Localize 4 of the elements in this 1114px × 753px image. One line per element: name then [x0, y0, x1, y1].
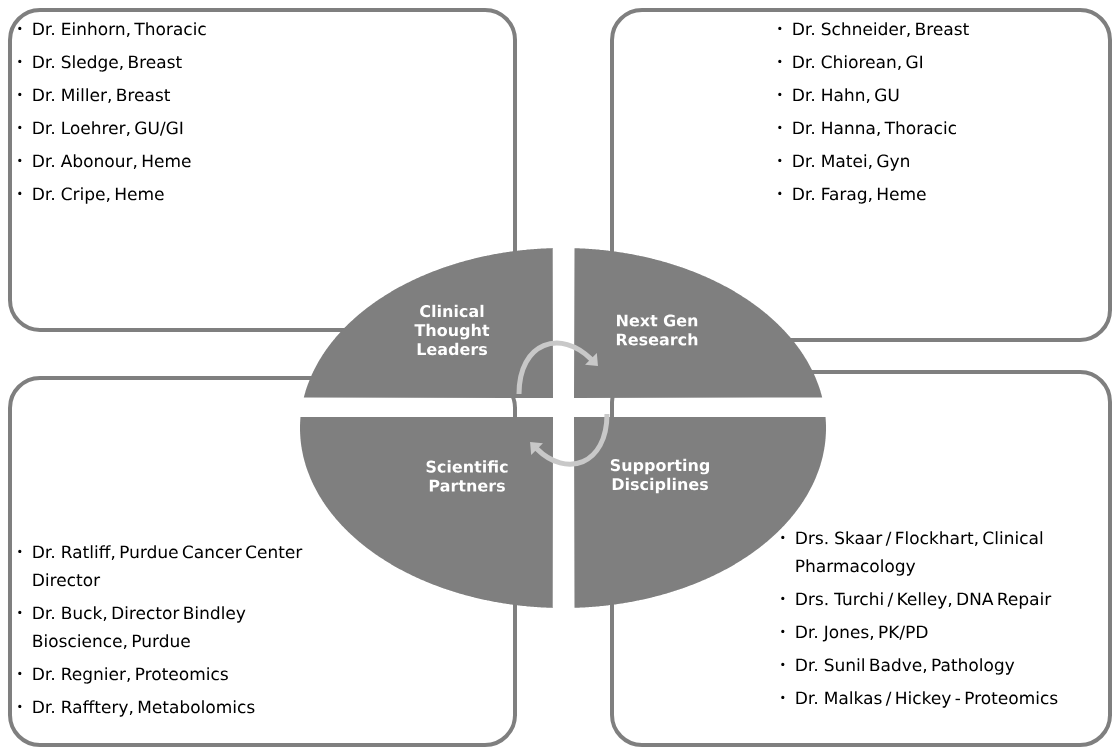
cycle-arrow	[516, 340, 598, 395]
ellipse-quadrant: Next Gen Research	[574, 248, 823, 398]
ellipse-quadrant: Clinical Thought Leaders	[303, 248, 553, 398]
cycle-arrow	[530, 413, 610, 467]
